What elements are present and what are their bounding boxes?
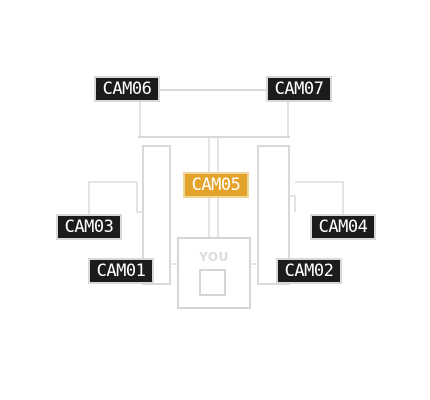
camera-button-cam06[interactable]: CAM06 [94,76,160,102]
camera-button-cam04[interactable]: CAM04 [310,214,376,240]
camera-button-cam05[interactable]: CAM05 [183,172,249,198]
camera-button-cam02[interactable]: CAM02 [276,258,342,284]
west-hall [142,145,171,285]
west-room-door [136,182,143,213]
east-room [295,181,344,214]
camera-button-cam03[interactable]: CAM03 [56,214,122,240]
west-room [88,181,137,228]
camera-button-cam01[interactable]: CAM01 [88,258,154,284]
camera-button-cam07[interactable]: CAM07 [266,76,332,102]
office-desk [199,269,226,296]
east-room-door [289,195,296,212]
top-hall-connector [139,101,289,138]
office-label: YOU [199,250,229,264]
east-hall [257,145,290,285]
